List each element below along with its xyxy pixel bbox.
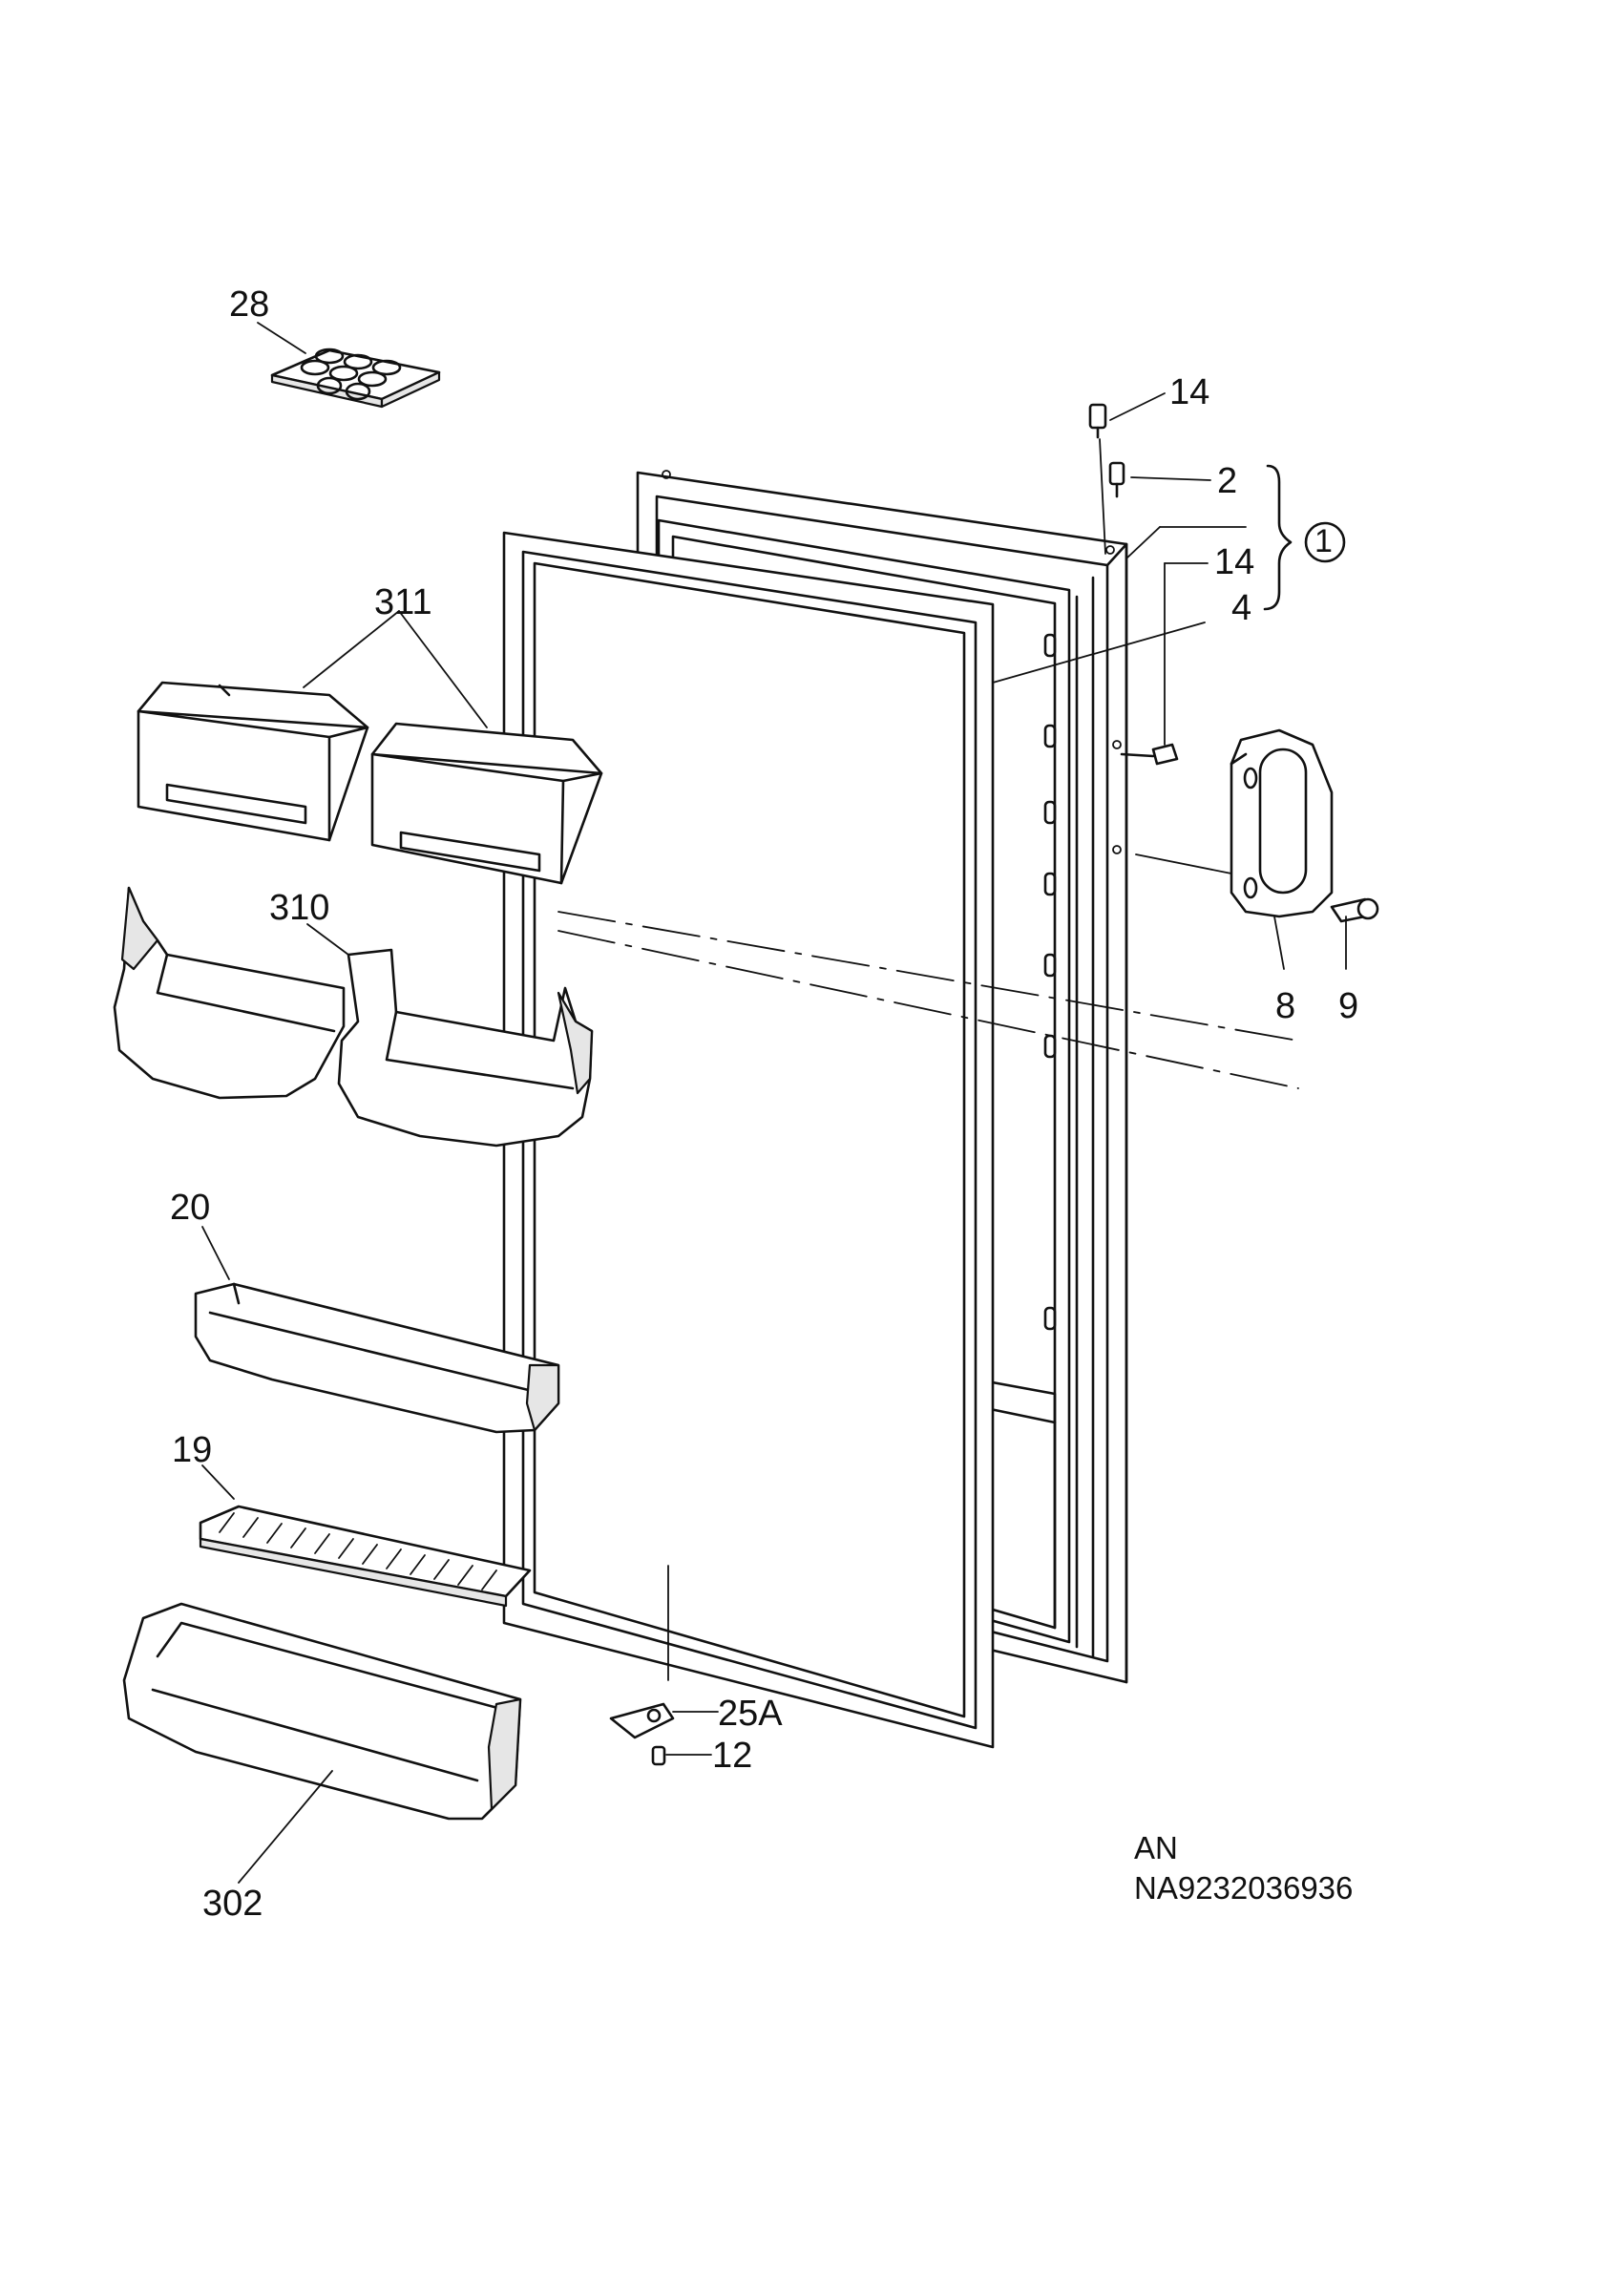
label-part-302: 302 — [202, 1884, 263, 1924]
screw-part-9 — [1330, 897, 1379, 923]
label-part-28: 28 — [229, 284, 270, 325]
egg-tray — [270, 348, 441, 409]
drawing-code-line-2: NA9232036936 — [1134, 1870, 1354, 1906]
leader-lines — [201, 322, 1347, 1884]
center-axis-line — [557, 911, 1299, 1089]
screw-part-12 — [651, 1745, 666, 1766]
door-bin-left — [113, 886, 346, 1100]
label-part-1: 1 — [1314, 523, 1333, 559]
label-part-25a: 25A — [718, 1694, 783, 1734]
grille-slats — [219, 1512, 497, 1590]
door-grille — [199, 1505, 532, 1608]
door-bin-right — [337, 948, 594, 1148]
label-part-14-side: 14 — [1214, 542, 1255, 582]
label-part-19: 19 — [172, 1430, 213, 1470]
dairy-compartment-right — [370, 722, 603, 885]
door-shelf — [194, 1282, 560, 1434]
dairy-compartment-left — [137, 681, 369, 842]
label-part-4: 4 — [1231, 588, 1252, 628]
screw-part-14-top — [1088, 403, 1107, 555]
label-part-311: 311 — [374, 582, 432, 622]
label-part-2: 2 — [1217, 461, 1238, 501]
hinge-plate-part-25a — [609, 1702, 675, 1739]
screw-part-14-side — [1120, 743, 1179, 766]
bottom-door-bin — [122, 1602, 522, 1821]
label-part-12: 12 — [712, 1736, 753, 1776]
label-part-9: 9 — [1338, 986, 1359, 1026]
label-part-20: 20 — [170, 1188, 211, 1228]
drawing-code-line-1: AN — [1134, 1830, 1178, 1865]
door-gasket — [502, 531, 995, 1749]
label-part-8: 8 — [1275, 986, 1296, 1026]
label-part-14-top: 14 — [1169, 372, 1210, 412]
label-part-310: 310 — [269, 888, 330, 928]
door-handle — [1230, 728, 1334, 918]
pin-part-2 — [1108, 461, 1125, 498]
